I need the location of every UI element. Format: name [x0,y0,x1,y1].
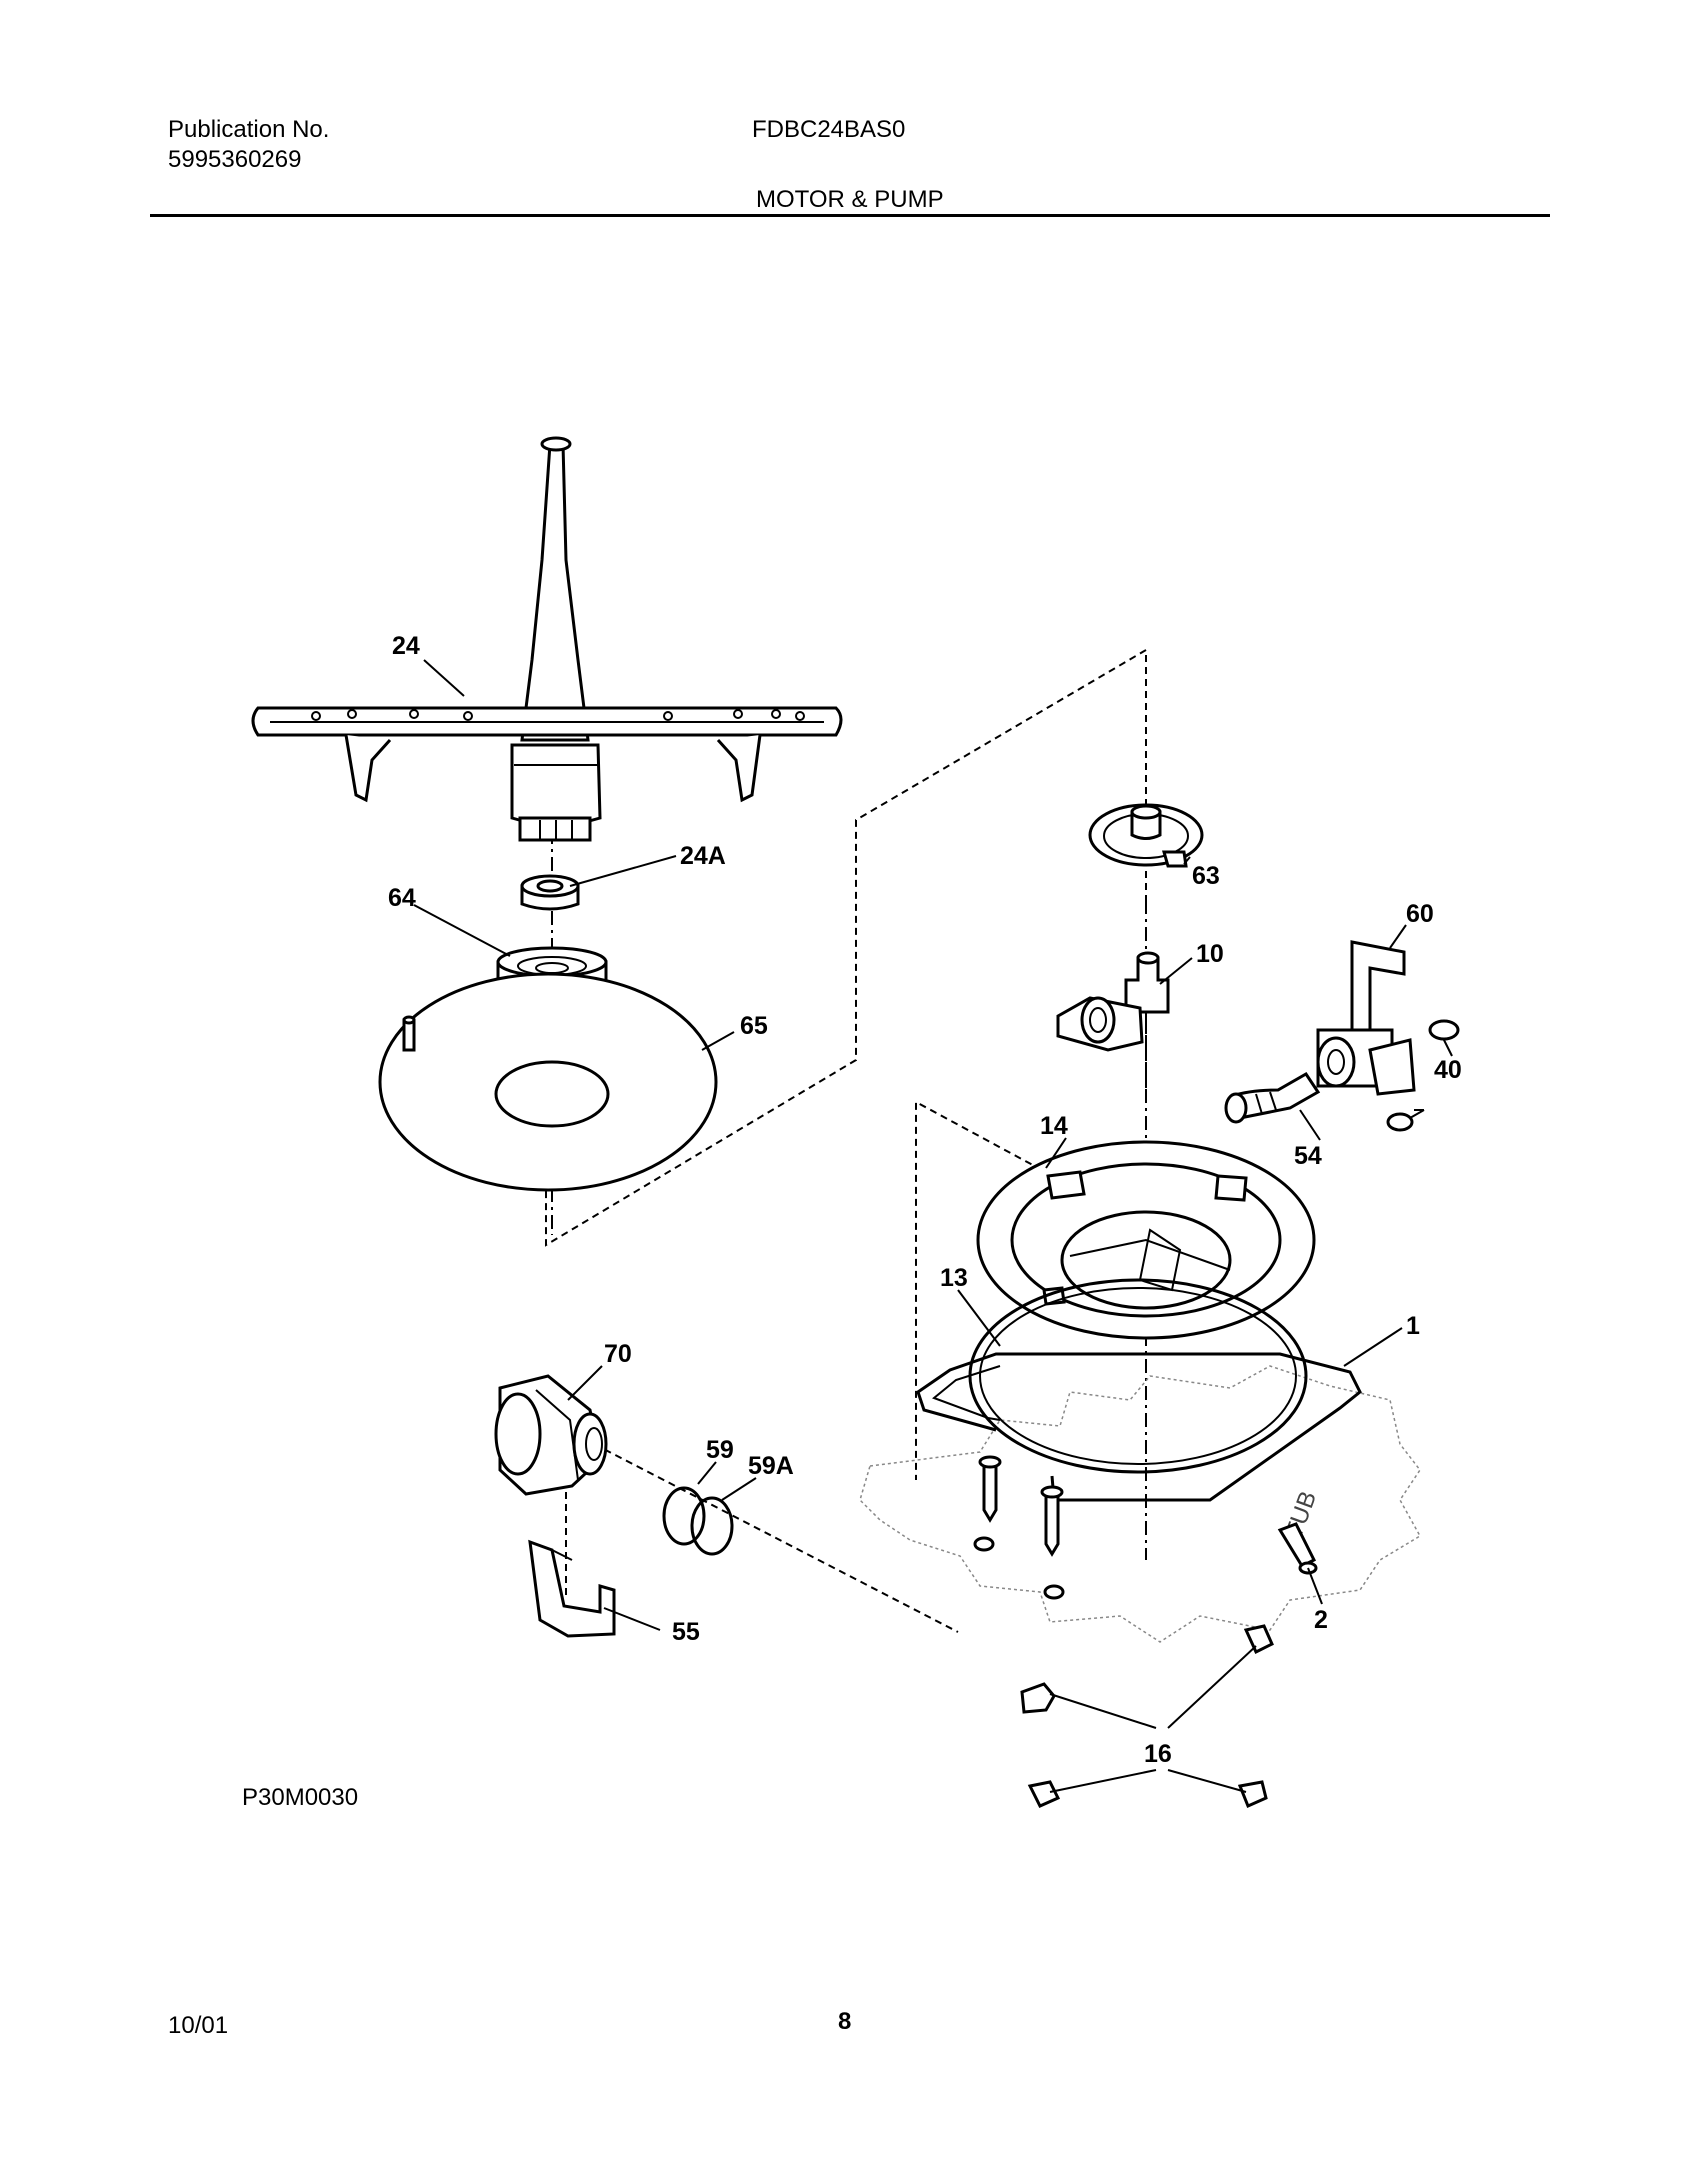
callout-2: 2 [1314,1606,1328,1634]
callout-1: 1 [1406,1312,1420,1340]
clamp-part [1386,1019,1460,1132]
callout-55: 55 [672,1618,700,1646]
water-valve-part [1316,940,1416,1096]
callout-70: 70 [604,1340,632,1368]
sensor-assembly-part [1056,951,1170,1052]
footer-page-number: 8 [838,2008,852,2035]
callout-labels: 24 24A 64 65 63 10 60 40 54 14 13 1 70 5… [388,632,1462,1768]
callout-14: 14 [1040,1112,1068,1140]
callout-59a: 59A [748,1452,794,1480]
callout-59: 59 [706,1436,734,1464]
bearing-part [520,874,580,911]
tub-outline: TUB [859,1365,1422,1643]
publication-number: 5995360269 [168,146,302,173]
callout-65: 65 [740,1012,768,1040]
leader-lines [413,659,1453,1793]
section-title: MOTOR & PUMP [756,186,944,213]
callout-24a: 24A [680,842,726,870]
footer-date: 10/01 [168,2012,229,2039]
motor-part [494,1374,608,1496]
heating-element-part [916,1352,1362,1502]
mounting-feet-part [1020,1624,1274,1809]
callout-64: 64 [388,884,416,912]
motor-bracket-part [528,1539,616,1638]
gasket-disc-part [378,972,718,1192]
callout-13: 13 [940,1264,968,1292]
element-fasteners [973,1455,1065,1600]
spray-arm-part [251,436,843,842]
callout-63: 63 [1192,862,1220,890]
header-rule [150,214,1550,217]
drawing-code: P30M0030 [242,1784,359,1811]
callout-54: 54 [1294,1142,1322,1170]
bracket-part [1277,1522,1318,1575]
o-ring-part [662,1486,734,1556]
callout-24: 24 [392,632,420,660]
model-number: FDBC24BAS0 [752,116,906,143]
pump-housing-part [976,1140,1316,1340]
publication-label: Publication No. [168,116,330,143]
callout-40: 40 [1434,1056,1462,1084]
impeller-cap-part [1088,803,1204,868]
callout-16: 16 [1144,1740,1172,1768]
hose-part [1224,1072,1321,1124]
callout-10: 10 [1196,940,1224,968]
callout-60: 60 [1406,900,1434,928]
